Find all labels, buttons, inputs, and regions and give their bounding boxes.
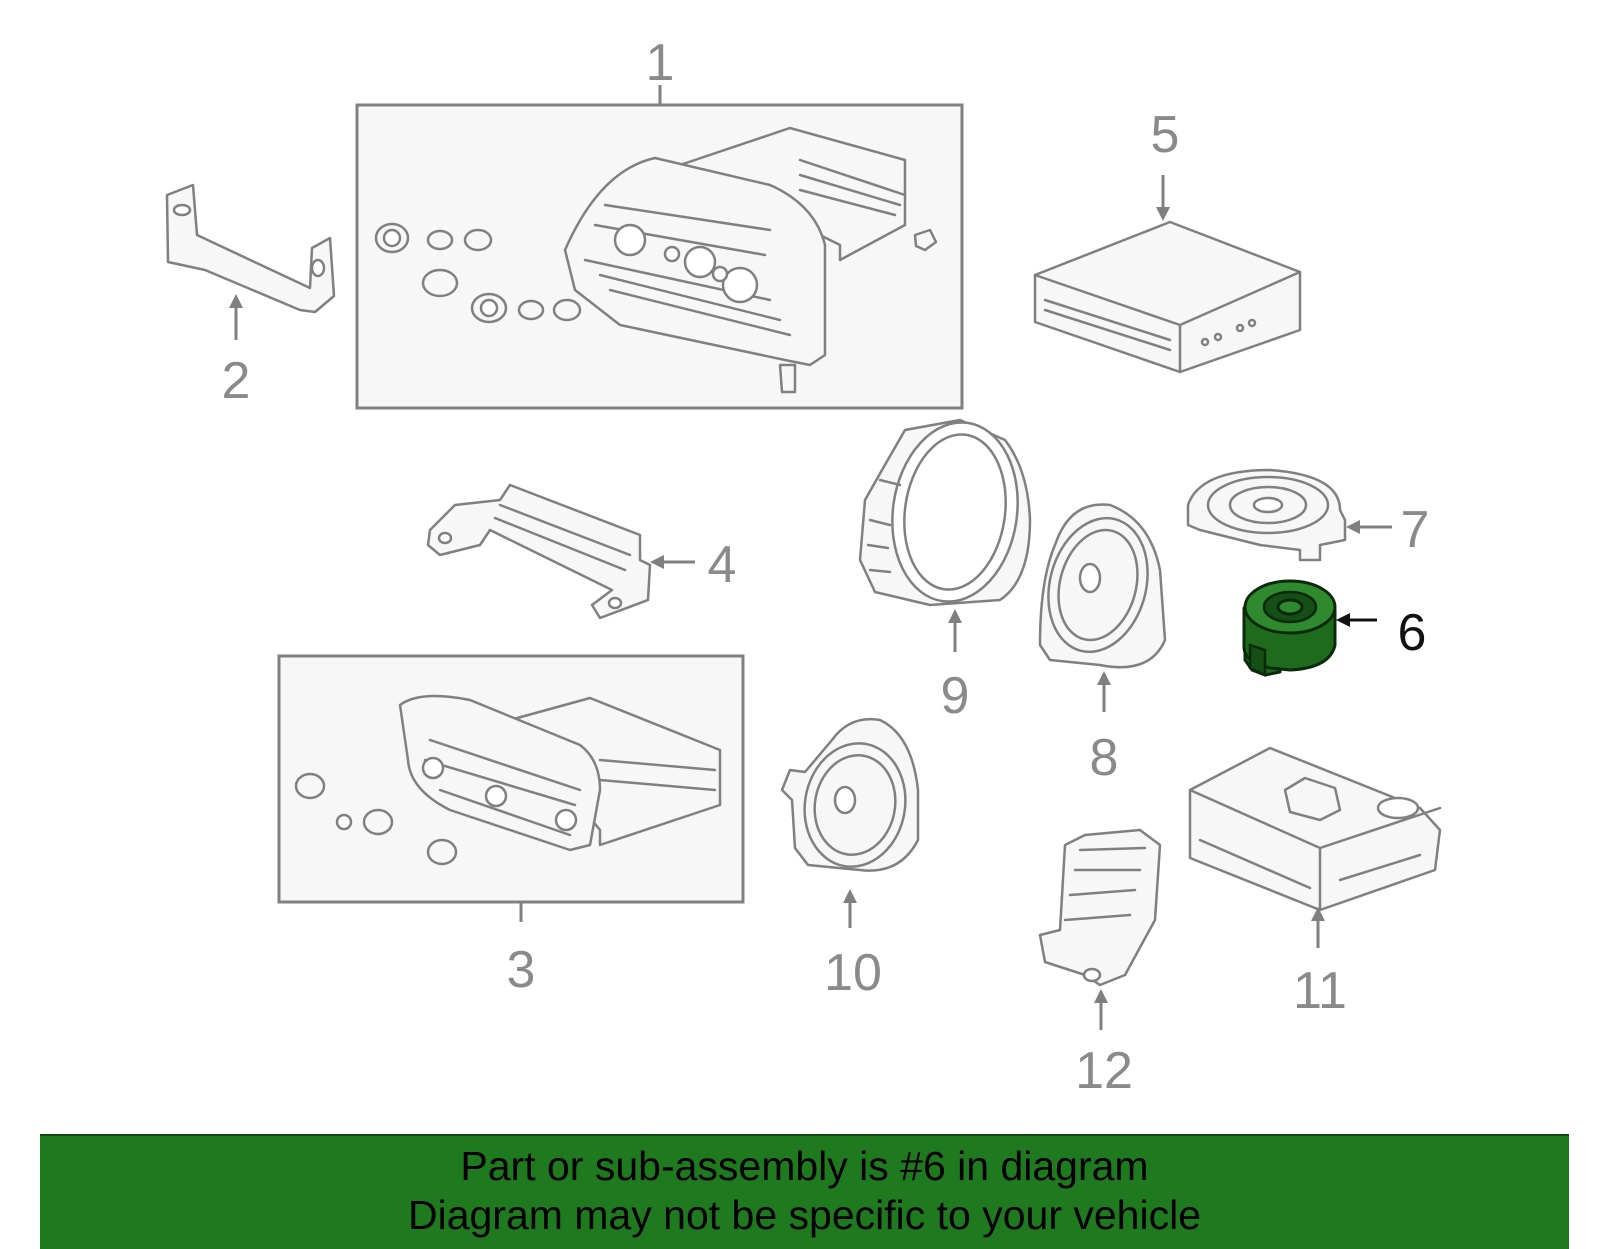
callout-6-arrow bbox=[1336, 613, 1377, 627]
callout-12-arrow bbox=[1094, 989, 1108, 1030]
callout-1: 1 bbox=[646, 34, 675, 92]
part-9-speaker-housing[interactable] bbox=[858, 414, 1032, 610]
callout-12: 12 bbox=[1075, 1042, 1133, 1100]
banner-line-2: Diagram may not be specific to your vehi… bbox=[407, 1192, 1201, 1238]
callout-4-arrow bbox=[650, 555, 695, 569]
callout-5-arrow bbox=[1156, 175, 1170, 221]
part-10-speaker[interactable] bbox=[780, 717, 920, 875]
callout-9: 9 bbox=[941, 667, 970, 725]
callout-7: 7 bbox=[1401, 501, 1430, 559]
part-12-bracket[interactable] bbox=[1038, 828, 1162, 987]
callout-11: 11 bbox=[1293, 962, 1347, 1020]
callout-9-arrow bbox=[948, 609, 962, 652]
part-8-speaker[interactable] bbox=[1034, 503, 1167, 669]
part-7-speaker[interactable] bbox=[1186, 468, 1347, 562]
callout-6: 6 bbox=[1398, 604, 1427, 662]
callout-5: 5 bbox=[1151, 106, 1180, 164]
callout-7-arrow bbox=[1346, 520, 1392, 534]
part-4-bracket[interactable] bbox=[426, 483, 652, 620]
callout-3: 3 bbox=[507, 941, 536, 999]
callout-10-arrow bbox=[843, 889, 857, 928]
callout-8-arrow bbox=[1097, 671, 1111, 712]
part-1-radio-assembly[interactable] bbox=[355, 103, 964, 410]
callout-8: 8 bbox=[1090, 729, 1119, 787]
part-6-tweeter-highlighted[interactable] bbox=[1242, 579, 1337, 677]
banner-line-1: Part or sub-assembly is #6 in diagram bbox=[460, 1143, 1149, 1189]
part-3-radio-assembly[interactable] bbox=[277, 654, 745, 904]
part-5-cd-changer[interactable] bbox=[1033, 220, 1302, 374]
callout-4: 4 bbox=[708, 536, 737, 594]
part-2-bracket[interactable] bbox=[165, 183, 336, 314]
callout-11-arrow bbox=[1311, 907, 1325, 948]
callout-10: 10 bbox=[824, 944, 882, 1002]
part-11-amplifier[interactable] bbox=[1188, 746, 1442, 912]
info-banner: Part or sub-assembly is #6 in diagram Di… bbox=[40, 1134, 1569, 1249]
callout-2-arrow bbox=[229, 294, 243, 340]
callout-2: 2 bbox=[222, 352, 251, 410]
